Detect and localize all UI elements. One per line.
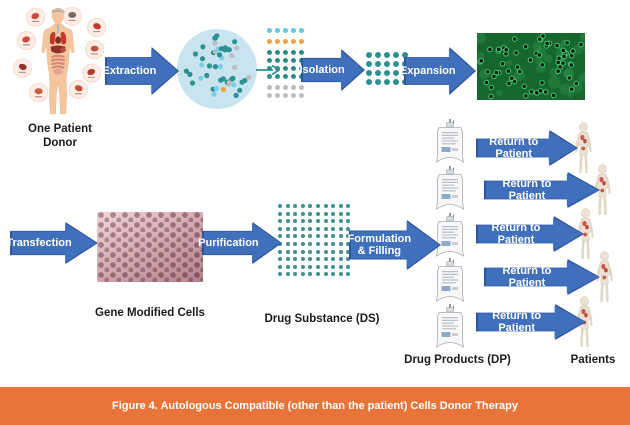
formulation-filling-arrow: Formulation & Filling [347, 220, 441, 270]
extraction-arrow-label: Extraction [102, 64, 157, 77]
patient-figure [572, 296, 597, 348]
return-to-patient-label: Return to Patient [491, 221, 541, 246]
transfection-arrow: Transfection [6, 222, 98, 264]
patients-label: Patients [570, 354, 616, 366]
return-to-patient-label: Return to Patient [489, 135, 539, 160]
flow-arrow-icon [256, 63, 281, 76]
drug-product-bag [432, 258, 468, 306]
return-to-patient-arrow: Return to Patient [476, 216, 584, 252]
drug-product-bag [432, 213, 468, 261]
figure-caption-banner: Figure 4. Autologous Compatible (other t… [0, 387, 630, 425]
return-to-patient-arrow: Return to Patient [484, 259, 600, 295]
expansion-arrow: Expansion [399, 47, 476, 95]
donor-label: One Patient Donor [8, 122, 112, 151]
expansion-arrow-label: Expansion [399, 64, 456, 77]
extraction-arrow: Extraction [102, 47, 179, 95]
patient-figure [592, 251, 617, 303]
purification-arrow-label: Purification [198, 236, 259, 249]
transfection-arrow-label: Transfection [6, 236, 72, 249]
return-to-patient-label: Return to Patient [492, 309, 542, 334]
expanded-cells-microscopy-image [474, 32, 589, 100]
donor-anatomy-illustration [6, 4, 110, 124]
formulation-line1: Formulation [347, 232, 412, 245]
extracted-cells-circle [177, 29, 257, 109]
return-to-patient-arrow: Return to Patient [484, 172, 600, 208]
return-to-patient-label: Return to Patient [502, 264, 552, 289]
formulation-line2: & Filling [357, 245, 402, 257]
drug-product-bag [432, 304, 468, 352]
drug-products-label: Drug Products (DP) [404, 354, 511, 366]
drug-product-bag [432, 119, 468, 167]
gene-modified-cells-image [97, 212, 203, 282]
formulation-filling-arrow-label: Formulation & Filling [347, 220, 412, 270]
donor-label-line1: One Patient [28, 123, 92, 135]
drug-product-bag [432, 166, 468, 214]
return-to-patient-label: Return to Patient [502, 177, 552, 202]
donor-label-line2: Donor [43, 137, 77, 150]
drug-substance-grid [278, 204, 351, 282]
patient-figure [571, 122, 596, 174]
sorted-cell-groups [267, 28, 304, 104]
purification-arrow: Purification [198, 222, 282, 264]
gene-modified-cells-label: Gene Modified Cells [95, 307, 205, 319]
drug-substance-label: Drug Substance (DS) [264, 313, 380, 325]
figure-caption-text: Figure 4. Autologous Compatible (other t… [112, 400, 518, 412]
donor-body-svg [12, 6, 107, 115]
isolation-arrow-label: Isolation [299, 63, 345, 76]
patient-figure [573, 208, 598, 260]
return-to-patient-arrow: Return to Patient [476, 304, 586, 340]
return-to-patient-arrow: Return to Patient [476, 130, 578, 166]
isolation-arrow: Isolation [299, 49, 365, 91]
